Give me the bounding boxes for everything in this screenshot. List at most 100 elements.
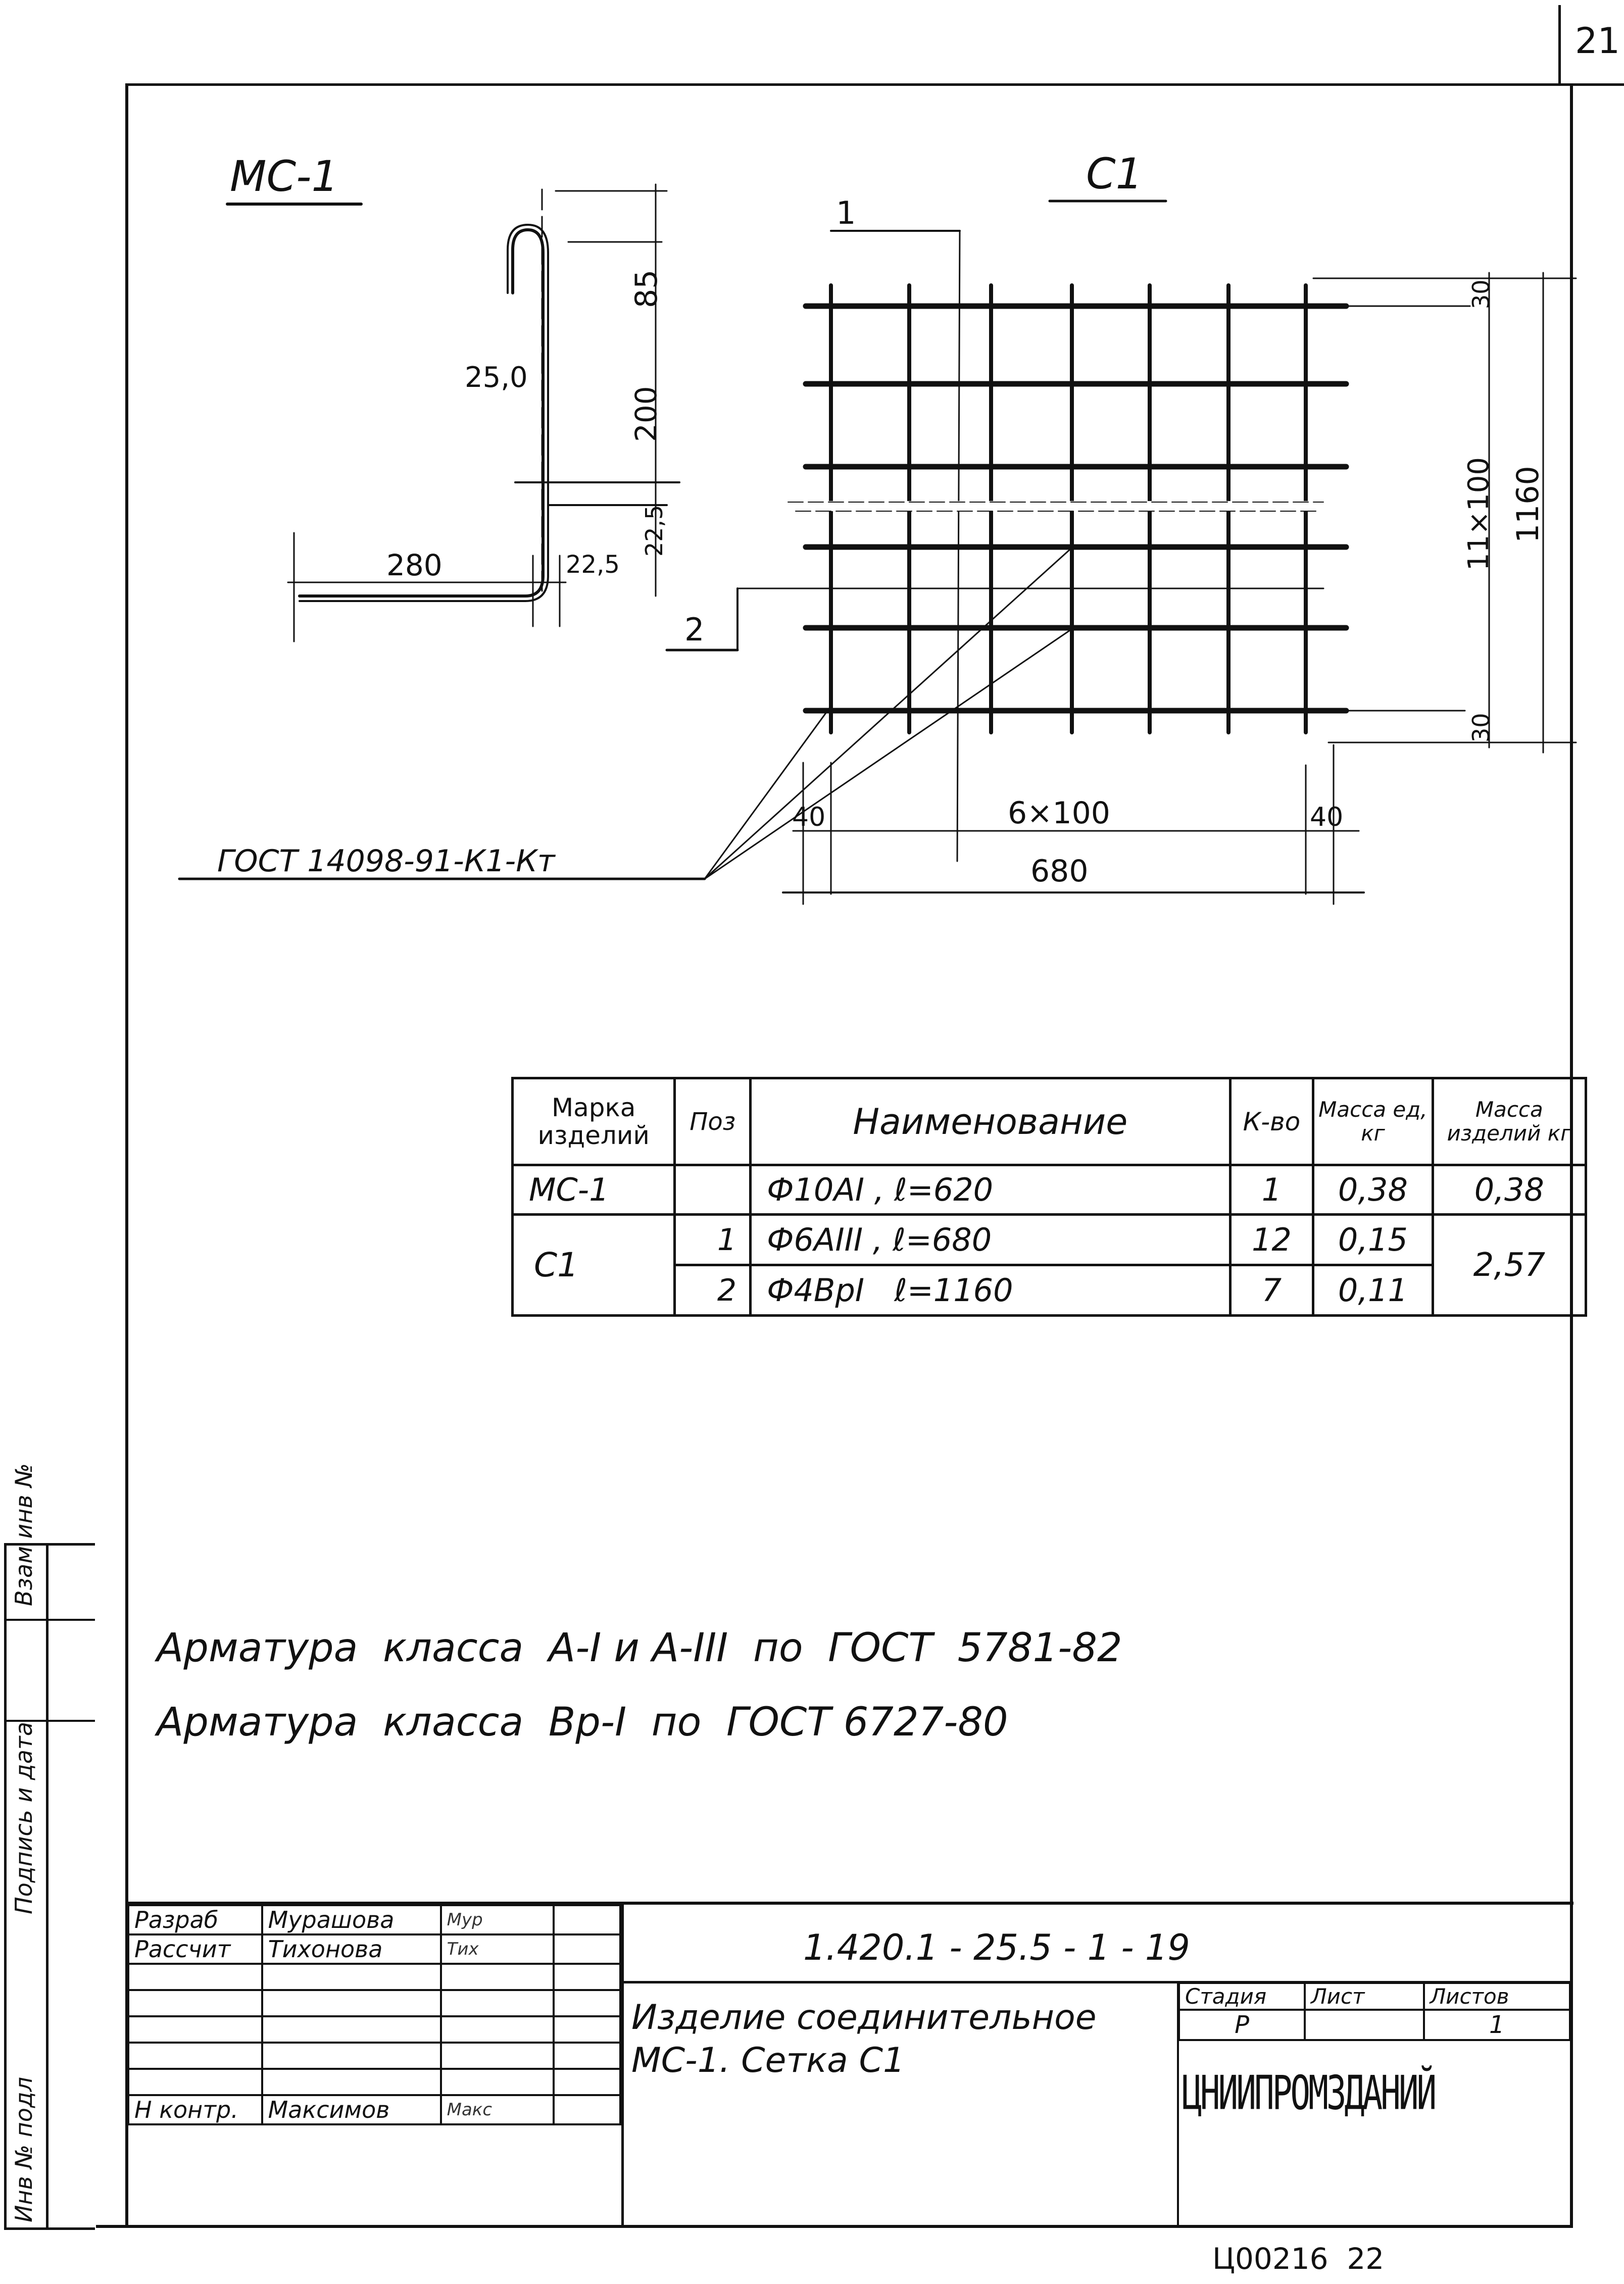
header-name: Наименование: [749, 1077, 1232, 1166]
role-signature: [439, 2068, 555, 2096]
side-stamp-inv-podl: Инв № подл: [10, 2076, 37, 2222]
role-date: [553, 1989, 621, 2017]
row1-item-mass: 0,38: [1431, 1164, 1588, 1216]
organization-name: ЦНИИПРОМЗДАНИЙ: [1182, 2066, 1437, 2120]
title-block-divider: [621, 1902, 624, 2227]
stage-header: Стадия: [1177, 1982, 1306, 2011]
row2-unit-mass: 0,15: [1312, 1213, 1434, 1266]
row1-pos: [673, 1164, 752, 1216]
role-signature: Мур: [439, 1904, 555, 1935]
c1-dim-horizontal-spacing: 6×100: [1008, 796, 1110, 831]
frame-top: [126, 83, 1624, 86]
c1-dim-left-margin: 40: [792, 802, 826, 832]
role-name: Тихонова: [261, 1933, 442, 1965]
table-row: МС-1 Ф10АI , ℓ=620 1 0,38 0,38: [511, 1164, 1588, 1216]
mc1-dim-corner-v: 22,5: [641, 505, 668, 557]
role-date: [553, 2094, 621, 2125]
role-row: [127, 1963, 621, 1991]
header-item-mass: Масса изделий кг: [1431, 1077, 1588, 1166]
c1-dim-vertical-spacing: 11×100: [1462, 457, 1495, 571]
stage-value-row: Р 1: [1177, 2009, 1571, 2041]
row1-mark: МС-1: [511, 1164, 676, 1216]
role-row: Разраб Мурашова Мур: [127, 1904, 621, 1935]
role-name: Максимов: [261, 2094, 442, 2125]
frame-left: [125, 83, 128, 2227]
mc1-dim-horizontal: 280: [386, 548, 442, 582]
mc1-dim-vertical: 200: [629, 386, 663, 442]
sheets-header: Листов: [1422, 1982, 1571, 2011]
role-signature: [439, 1963, 555, 1991]
role-signature: Макс: [439, 2094, 555, 2125]
c1-callout-2: 2: [684, 611, 705, 648]
role-date: [553, 1904, 621, 1935]
role-label: [127, 1989, 263, 2017]
stage-header-row: Стадия Лист Листов: [1177, 1982, 1571, 2011]
c1-dim-total-height: 1160: [1510, 466, 1546, 543]
page-number-divider: [1558, 5, 1561, 86]
c1-weld-note: ГОСТ 14098-91-К1-Кт: [217, 843, 555, 879]
title-block-code-line: [621, 1981, 1571, 1983]
role-date: [553, 1933, 621, 1965]
mc1-dim-corner-h: 22,5: [566, 551, 620, 579]
side-stamp-row-line: [7, 1619, 95, 1621]
side-stamp-row-line: [7, 1720, 95, 1722]
role-date: [553, 1963, 621, 1991]
row3-name: Ф4ВрI ℓ=1160: [749, 1264, 1232, 1317]
sheet-header: Лист: [1304, 1982, 1425, 2011]
role-row: [127, 2015, 621, 2044]
archive-number: Ц00216 22: [1212, 2242, 1385, 2276]
row3-qty: 7: [1228, 1264, 1315, 1317]
roles-table: Разраб Мурашова Мур Рассчит Тихонова Тих…: [127, 1904, 621, 2125]
table-row: С1 1 Ф6АIII , ℓ=680 12 0,15 2,57: [511, 1213, 1588, 1317]
role-row: [127, 2068, 621, 2096]
sheets-value: 1: [1422, 2009, 1571, 2041]
role-row: [127, 1989, 621, 2017]
role-label: [127, 2042, 263, 2070]
row1-qty: 1: [1228, 1164, 1315, 1216]
role-date: [553, 2042, 621, 2070]
stage-value: Р: [1177, 2009, 1306, 2041]
row2-mark: С1: [511, 1213, 676, 1317]
role-row: [127, 2042, 621, 2070]
note-line-2: Арматура класса Вр-I по ГОСТ 6727-80: [157, 1700, 1008, 1745]
note-line-1: Арматура класса А-I и А-III по ГОСТ 5781…: [157, 1625, 1122, 1671]
header-unit-mass: Масса ед, кг: [1312, 1077, 1434, 1166]
role-name: [261, 2042, 442, 2070]
role-label: [127, 1963, 263, 1991]
role-name: [261, 2015, 442, 2044]
role-signature: [439, 2042, 555, 2070]
c1-callout-1: 1: [836, 194, 856, 231]
role-label: [127, 2068, 263, 2096]
role-name: [261, 1989, 442, 2017]
header-mark: Марка изделий: [511, 1077, 676, 1166]
row2-qty: 12: [1228, 1213, 1315, 1266]
page-number: 21: [1575, 20, 1620, 62]
spec-table: Марка изделий Поз Наименование К-во Масс…: [511, 1077, 1588, 1317]
stage-table: Стадия Лист Листов Р 1: [1177, 1982, 1571, 2041]
role-date: [553, 2015, 621, 2044]
role-label: Разраб: [127, 1904, 263, 1935]
row1-name: Ф10АI , ℓ=620: [749, 1164, 1232, 1216]
mc1-title: МС-1: [230, 152, 338, 201]
c1-dim-top-margin: 30: [1467, 279, 1495, 309]
side-stamp-replaced-inv: Взам инв №: [10, 1463, 37, 1606]
row2-pos: 1: [673, 1213, 752, 1266]
role-row: Н контр. Максимов Макс: [127, 2094, 621, 2125]
sheet-value: [1304, 2009, 1425, 2041]
row3-unit-mass: 0,11: [1312, 1264, 1434, 1317]
c1-dim-bottom-margin: 30: [1467, 713, 1495, 742]
role-signature: [439, 2015, 555, 2044]
role-date: [553, 2068, 621, 2096]
title-block-top: [126, 1902, 1573, 1905]
row3-pos: 2: [673, 1264, 752, 1317]
row2-name: Ф6АIII , ℓ=680: [749, 1213, 1232, 1266]
header-qty: К-во: [1228, 1077, 1315, 1166]
frame-bottom: [96, 2225, 1573, 2228]
row2-item-mass: 2,57: [1431, 1213, 1588, 1317]
role-label: Рассчит: [127, 1933, 263, 1965]
title-block-stage-divider: [1177, 1981, 1179, 2227]
mc1-dim-radius: 25,0: [465, 361, 528, 394]
role-label: Н контр.: [127, 2094, 263, 2125]
mc1-dim-hook: 85: [629, 269, 664, 308]
